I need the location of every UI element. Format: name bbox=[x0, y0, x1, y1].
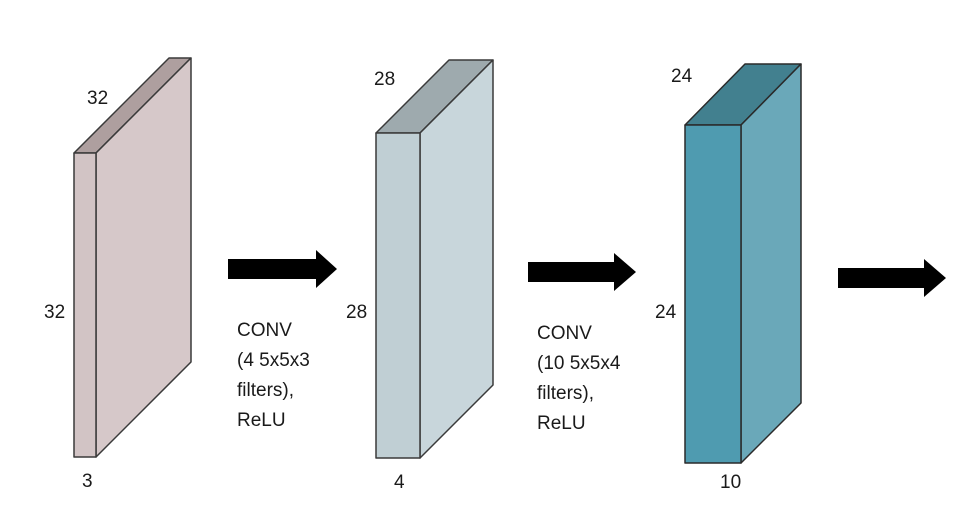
input-volume-front-face bbox=[73, 152, 97, 458]
volume-width-label: 32 bbox=[87, 88, 109, 109]
operation-line: ReLU bbox=[237, 410, 286, 431]
conv2-output-volume-front-face bbox=[684, 124, 742, 464]
volume-depth-label: 10 bbox=[720, 472, 742, 493]
conv2-output-volume-side-face bbox=[740, 63, 802, 464]
operation-line: (10 5x5x4 bbox=[537, 353, 621, 374]
operation-line: (4 5x5x3 bbox=[237, 350, 310, 371]
volume-width-label: 24 bbox=[671, 66, 693, 87]
conv1-output-volume bbox=[375, 59, 494, 459]
operation-line: filters), bbox=[237, 380, 294, 401]
input-volume bbox=[73, 57, 192, 458]
volume-height-label: 24 bbox=[655, 302, 677, 323]
right-arrow-icon bbox=[228, 250, 337, 288]
operation-label: CONV (10 5x5x4 filters), ReLU bbox=[537, 319, 620, 439]
volume-depth-label: 4 bbox=[394, 472, 405, 493]
conv2-output-volume bbox=[684, 63, 802, 464]
volume-depth-label: 3 bbox=[82, 471, 93, 492]
operation-line: CONV bbox=[537, 323, 592, 344]
volume-height-label: 32 bbox=[44, 302, 66, 323]
conv1-output-volume-front-face bbox=[375, 132, 421, 459]
volume-width-label: 28 bbox=[374, 69, 396, 90]
operation-line: CONV bbox=[237, 320, 292, 341]
operation-label: CONV (4 5x5x3 filters), ReLU bbox=[237, 316, 310, 436]
right-arrow-icon bbox=[528, 253, 636, 291]
operation-line: ReLU bbox=[537, 413, 586, 434]
volume-height-label: 28 bbox=[346, 302, 368, 323]
right-arrow-icon bbox=[838, 259, 946, 297]
operation-line: filters), bbox=[537, 383, 594, 404]
